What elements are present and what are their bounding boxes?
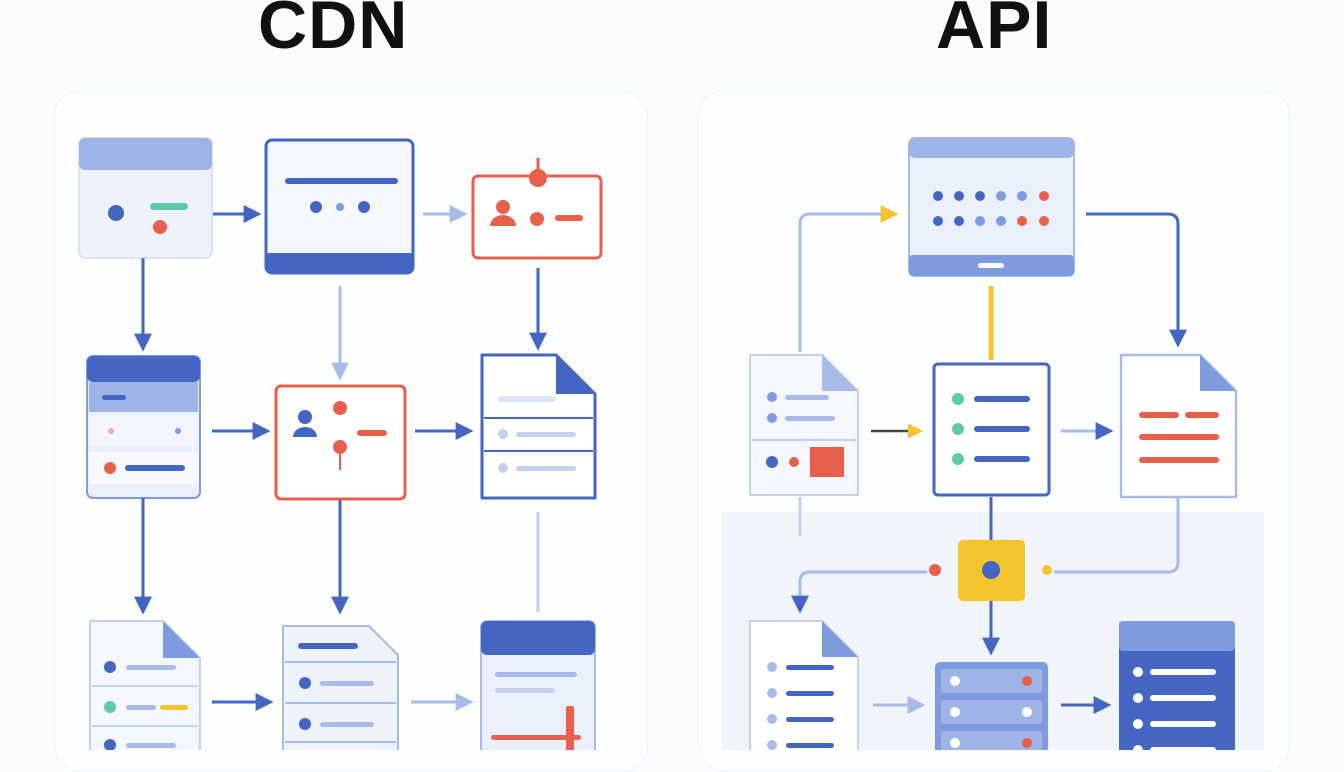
cdn-flow <box>78 137 603 750</box>
monitor-icon <box>264 138 415 275</box>
cdn-title: CDN <box>258 0 409 63</box>
web-page-icon <box>480 620 596 750</box>
document-icon <box>1119 353 1238 499</box>
server-icon <box>935 662 1048 750</box>
api-flow <box>722 137 1264 750</box>
document-icon <box>749 354 859 496</box>
database-table-icon <box>86 355 201 499</box>
hub-icon <box>929 540 1052 601</box>
user-card-icon <box>471 158 603 260</box>
list-icon <box>932 362 1051 497</box>
user-card-icon <box>274 384 407 501</box>
browser-window-icon <box>78 137 213 259</box>
flow-diagram <box>78 137 1264 750</box>
document-icon <box>89 620 201 750</box>
document-icon <box>749 620 859 750</box>
list-icon <box>1119 621 1235 750</box>
api-title: API <box>936 0 1053 63</box>
tablet-icon <box>908 137 1075 277</box>
document-icon <box>480 353 597 500</box>
database-icon <box>282 625 399 750</box>
